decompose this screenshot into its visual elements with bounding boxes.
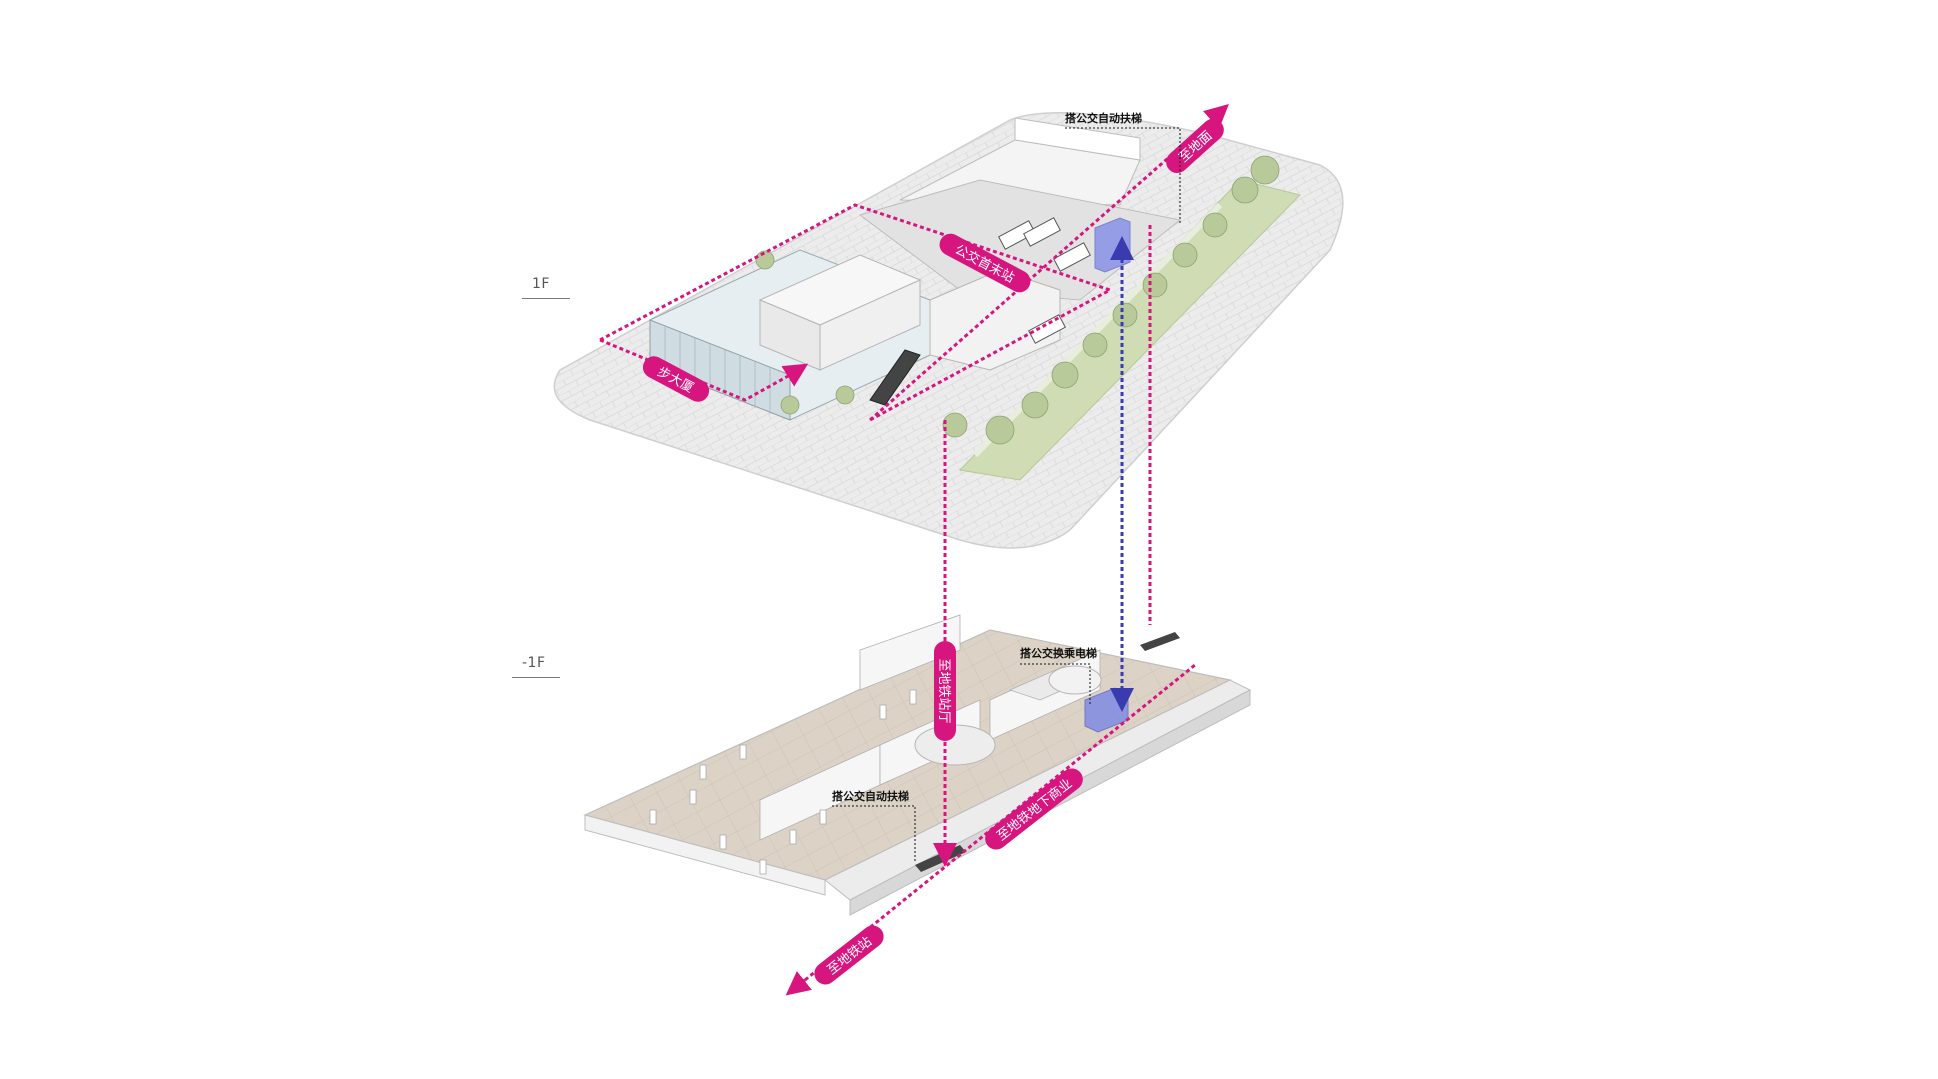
- callout-escalator-bottom-text: 搭公交自动扶梯: [832, 789, 909, 803]
- basement-floor-plate: [583, 614, 1252, 916]
- floor-label-1f: 1F: [522, 276, 570, 299]
- callout-escalator-top-text: 搭公交自动扶梯: [1065, 111, 1142, 125]
- arrow-to-metro: [785, 971, 812, 996]
- tag-to-metro-station: 至地铁站: [814, 925, 884, 985]
- callout-escalator-top: 搭公交自动扶梯: [1065, 111, 1181, 225]
- tag-to-metro-hall: 至地铁站厅: [934, 641, 956, 741]
- route-bus-loop: [599, 203, 1114, 422]
- callout-escalator-bottom: 搭公交自动扶梯: [832, 789, 916, 862]
- tag-to-metro-hall-text: 至地铁站厅: [936, 658, 951, 723]
- floor-label-1f-text: 1F: [532, 276, 550, 292]
- arrow-square: [781, 363, 809, 387]
- ground-floor-buildings: [649, 117, 1280, 445]
- floor-label-b1: -1F: [512, 655, 560, 678]
- route-to-ground: [869, 128, 1201, 422]
- callout-transfer-elevator: 搭公交换乘电梯: [1020, 646, 1097, 705]
- callout-transfer-elevator-text: 搭公交换乘电梯: [1020, 646, 1097, 660]
- tag-to-ground: 至地面: [1166, 118, 1224, 174]
- floor-label-b1-text: -1F: [522, 655, 546, 671]
